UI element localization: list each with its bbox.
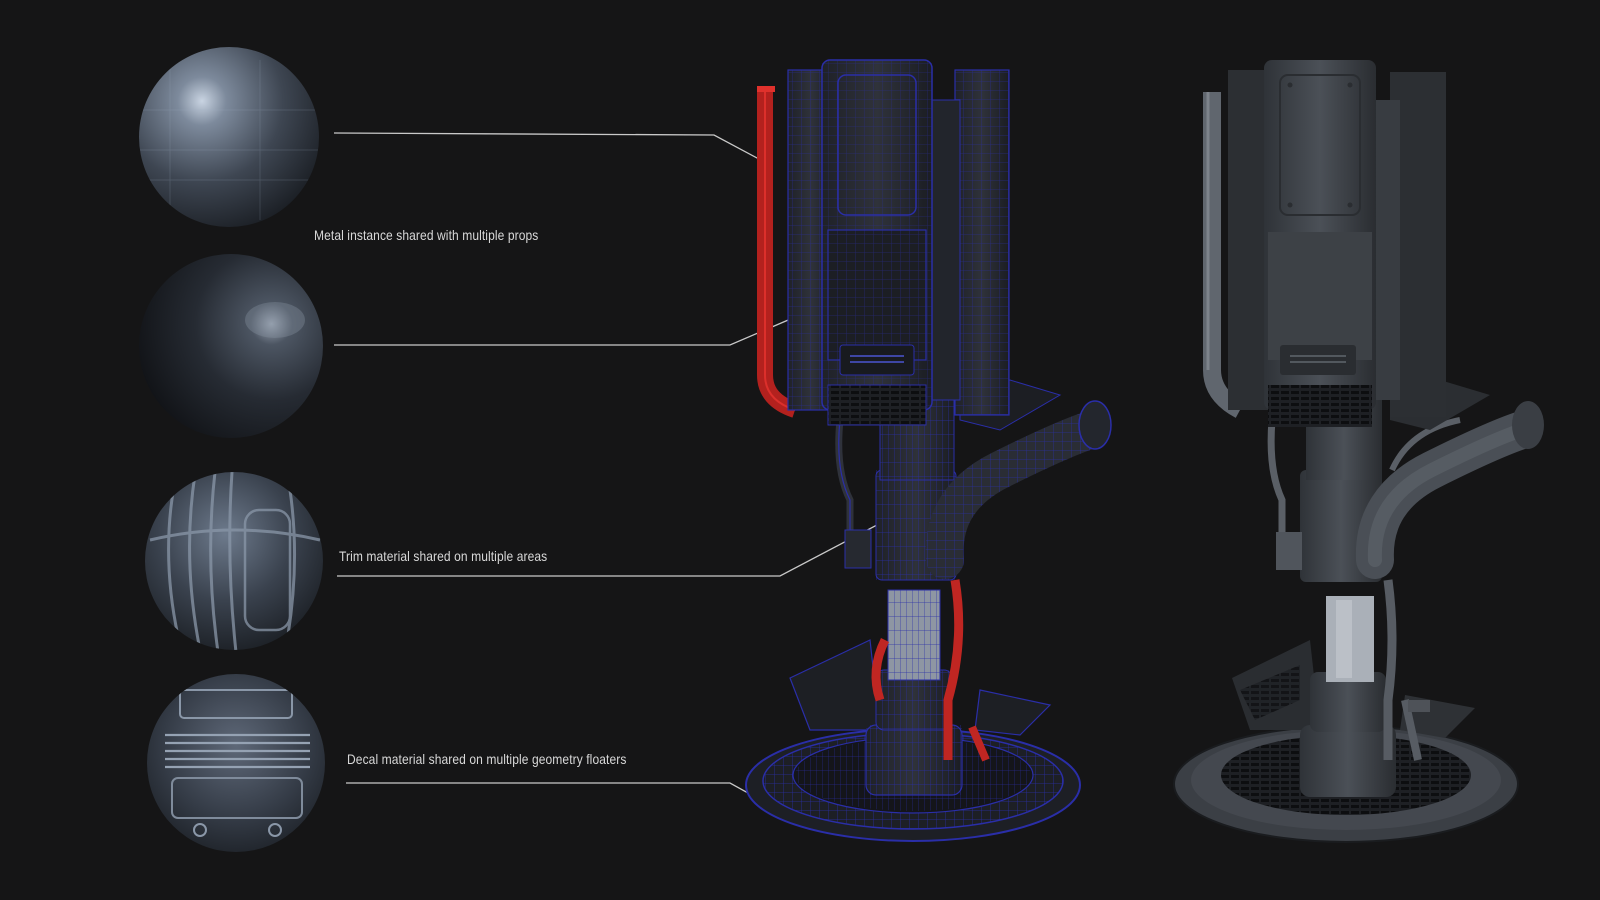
dark-metal-leader-line xyxy=(334,289,859,346)
decal-leader-line xyxy=(346,782,787,815)
metal-instance-label: Metal instance shared with multiple prop… xyxy=(314,227,539,243)
decal-material-label: Decal material shared on multiple geomet… xyxy=(347,751,627,767)
metal-sphere-icon xyxy=(139,47,319,227)
wireframe-prop-model xyxy=(745,59,1112,842)
trim-leader-line xyxy=(337,514,897,577)
trim-material-label: Trim material shared on multiple areas xyxy=(339,548,548,564)
clay-prop-model xyxy=(1173,60,1544,843)
dark-metal-sphere-icon xyxy=(139,254,323,438)
metal-leader-line xyxy=(333,132,773,167)
trim-sphere-icon xyxy=(145,472,323,650)
decal-sphere-icon xyxy=(147,674,325,852)
